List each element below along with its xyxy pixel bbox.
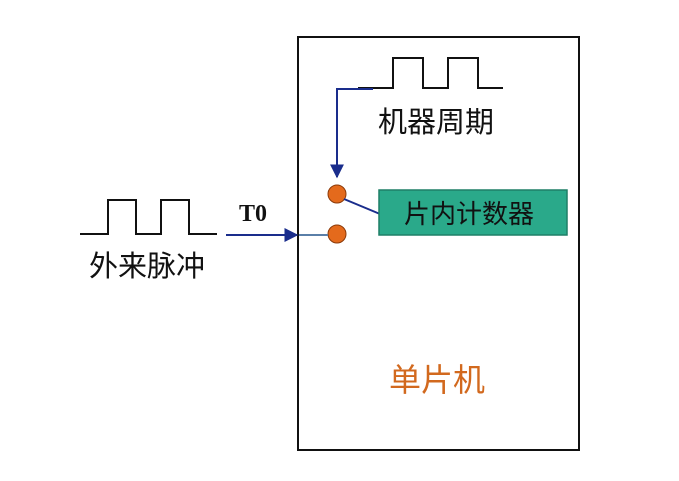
external-pulse-label: 外来脉冲 (89, 249, 205, 283)
machine-cycle-waveform (358, 57, 503, 89)
external-pulse-waveform (80, 199, 217, 235)
counter-box (378, 189, 568, 236)
lower-contact (327, 224, 347, 244)
chip-label: 单片机 (389, 361, 485, 399)
upper-contact (327, 184, 347, 204)
counter-label: 片内计数器 (404, 200, 534, 230)
t0-pin-label: T0 (239, 201, 267, 227)
machine-cycle-wire (330, 88, 373, 179)
machine-cycle-label: 机器周期 (378, 105, 494, 139)
switch-arm (343, 198, 381, 215)
chip-outline (297, 36, 580, 451)
